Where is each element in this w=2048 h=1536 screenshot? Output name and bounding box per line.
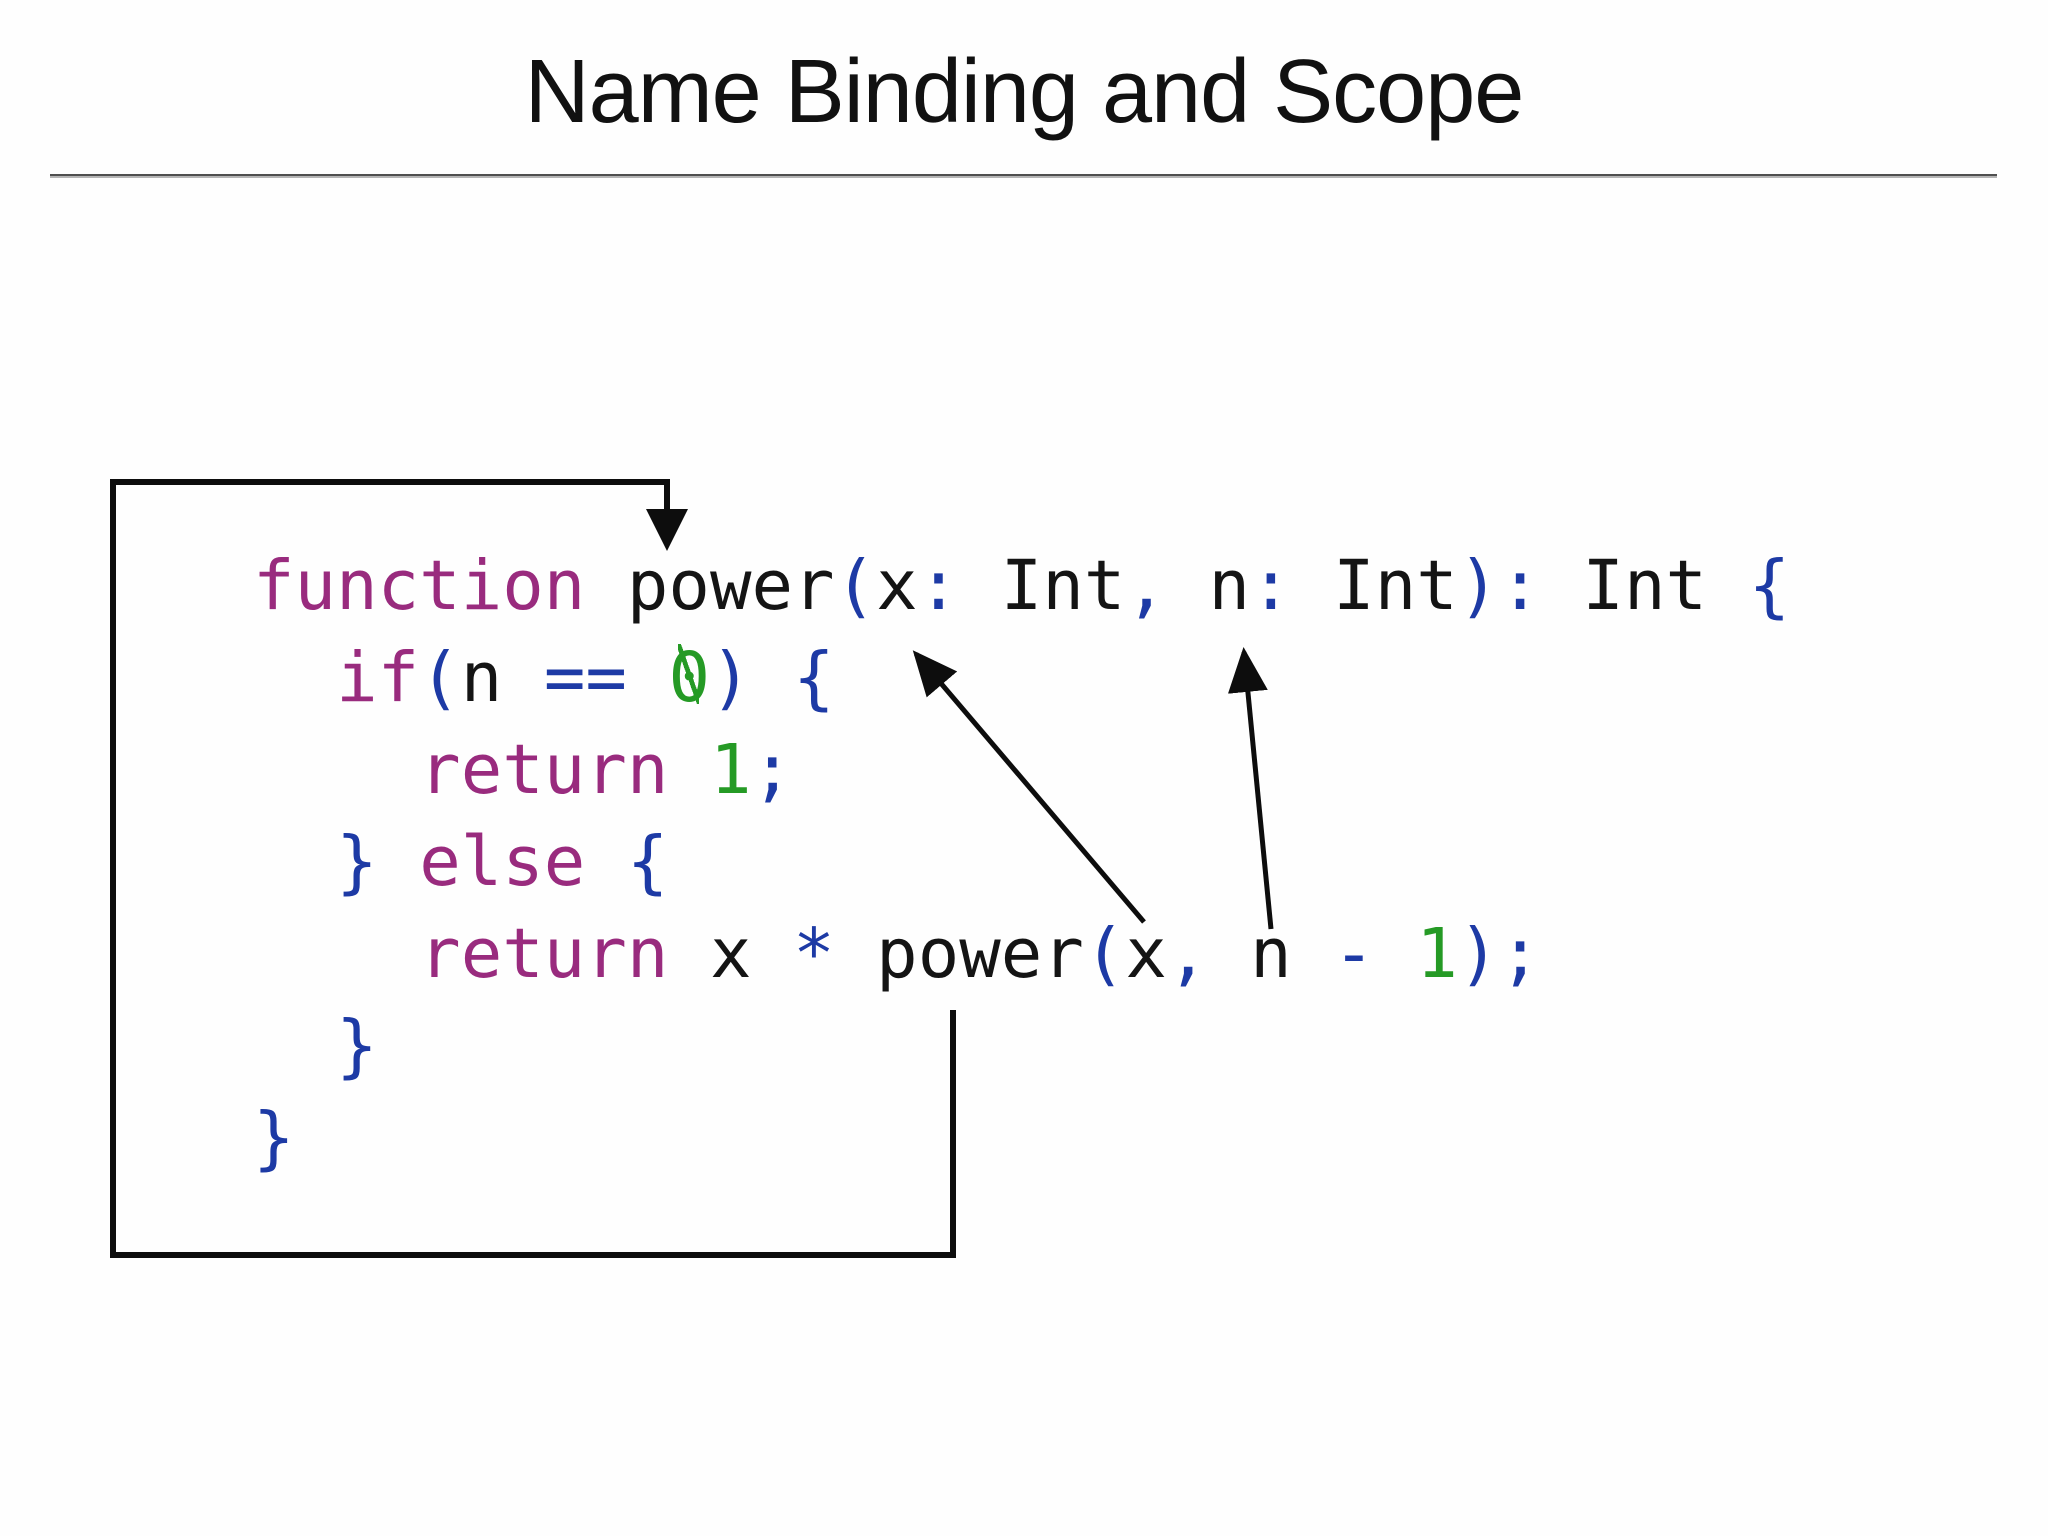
page-title: Name Binding and Scope (524, 42, 1525, 142)
code-line: function power(x: Int, n: Int): Int { (253, 546, 1791, 626)
code-line: return 1; (419, 730, 794, 810)
title-divider (50, 174, 1997, 178)
code-line: } else { (336, 822, 669, 902)
code-block: function power(x: Int, n: Int): Int { if… (253, 540, 1790, 1184)
code-line: return x * power(x, n - 1); (419, 914, 1541, 994)
code-line: } (253, 1098, 295, 1178)
code-line: } (336, 1006, 378, 1086)
code-line: if(n == 0) { (253, 632, 1790, 724)
